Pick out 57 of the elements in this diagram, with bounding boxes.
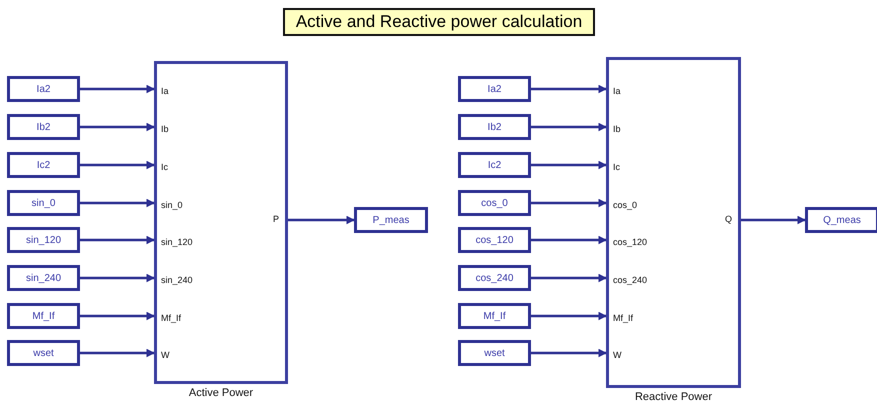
signal-block: Ic2 [458, 152, 531, 178]
signal-arrow [80, 160, 155, 170]
signal-block: Ia2 [458, 76, 531, 102]
port-label: Ic [613, 162, 620, 173]
port-label: cos_120 [613, 237, 648, 248]
port-label: sin_120 [161, 237, 193, 248]
signal-arrow [531, 236, 607, 244]
signal-block: Mf_If [458, 303, 531, 329]
signal-arrow [531, 122, 607, 132]
signal-arrow [80, 198, 155, 208]
diagram-title: Active and Reactive power calculation [283, 8, 595, 36]
signal-arrow [80, 274, 155, 282]
port-label: Q [724, 214, 732, 225]
signal-block: cos_0 [458, 190, 531, 216]
signal-arrow [531, 348, 607, 358]
signal-block: cos_120 [458, 227, 531, 253]
signal-arrow [531, 84, 607, 94]
signal-block: Ib2 [458, 114, 531, 140]
signal-arrow [531, 312, 607, 320]
port-label: cos_240 [613, 275, 648, 286]
port-label: sin_240 [161, 275, 193, 286]
signal-arrow [531, 198, 607, 208]
signal-block: cos_240 [458, 265, 531, 291]
port-label: Ic [161, 162, 168, 173]
port-label: P [272, 214, 279, 225]
signal-arrow [80, 236, 155, 244]
signal-arrow [288, 216, 355, 224]
block-title: Active Power [188, 387, 254, 399]
signal-arrow [80, 312, 155, 320]
block-title: Reactive Power [634, 391, 712, 403]
signal-block: sin_0 [7, 190, 80, 216]
signal-arrow [80, 84, 155, 94]
port-label: W [161, 350, 170, 361]
signal-block: P_meas [354, 207, 428, 233]
signal-arrow [531, 160, 607, 170]
signal-block: Ic2 [7, 152, 80, 178]
signal-arrow [80, 122, 155, 132]
signal-block: sin_240 [7, 265, 80, 291]
port-label: Ia [613, 86, 621, 97]
signal-block: Ib2 [7, 114, 80, 140]
port-label: sin_0 [161, 200, 183, 211]
signal-arrow [741, 216, 806, 224]
signal-block: Mf_If [7, 303, 80, 329]
port-label: Mf_If [613, 313, 634, 324]
port-label: W [613, 350, 622, 361]
signal-arrow [80, 348, 155, 358]
signal-block: wset [7, 340, 80, 366]
port-label: Ib [161, 124, 169, 135]
port-label: cos_0 [613, 200, 638, 211]
port-label: Mf_If [161, 313, 182, 324]
signal-block: Ia2 [7, 76, 80, 102]
signal-block: sin_120 [7, 227, 80, 253]
port-label: Ia [161, 86, 169, 97]
signal-block: Q_meas [805, 207, 877, 233]
signal-arrow [531, 274, 607, 282]
signal-block: wset [458, 340, 531, 366]
port-label: Ib [613, 124, 621, 135]
